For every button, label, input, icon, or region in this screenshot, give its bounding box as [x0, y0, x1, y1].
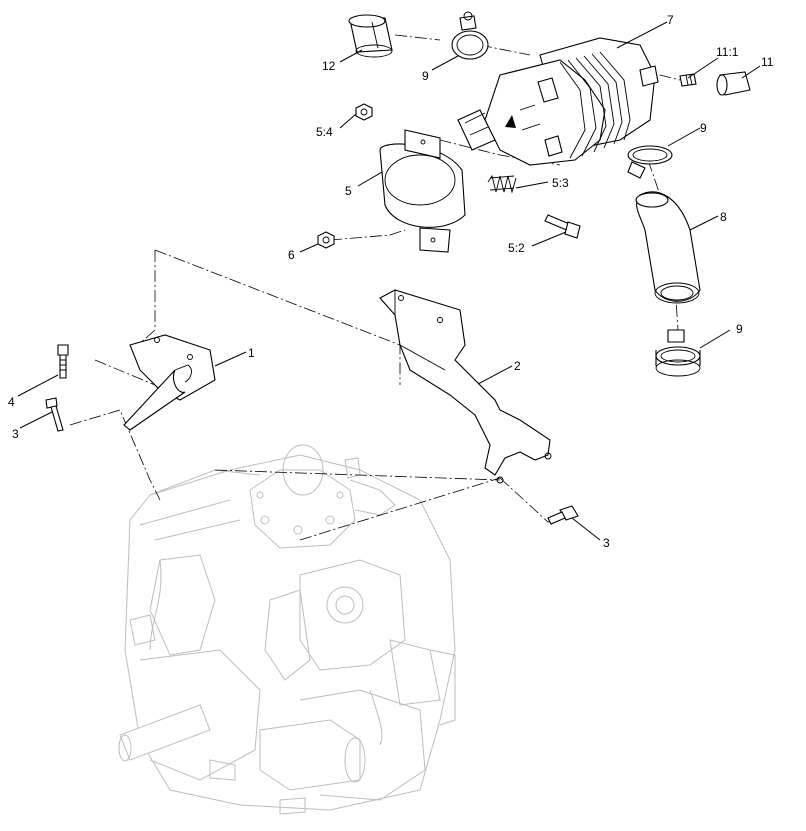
- callout-11-1: 11:1: [716, 45, 739, 59]
- part-6-nut: [317, 231, 335, 249]
- callout-9-bottom: 9: [736, 322, 743, 336]
- callout-5-2: 5:2: [508, 241, 525, 255]
- part-4-screw: [57, 344, 69, 379]
- part-5-2-bolt: [544, 214, 581, 239]
- callout-2: 2: [514, 359, 521, 373]
- part-12-sleeve: [348, 14, 393, 58]
- engine-block: [118, 444, 456, 815]
- part-7-air-cleaner: [457, 37, 659, 166]
- callout-7: 7: [667, 13, 674, 27]
- callout-labels: 7 11:1 11 12 9 9 9 5:4 5 5:3 8 6 5:2 1 2…: [8, 13, 774, 550]
- part-3-screw-right: [547, 505, 579, 525]
- part-9-clamp-bottom: [655, 329, 701, 377]
- part-8-hose: [635, 191, 701, 304]
- callout-3-right: 3: [603, 536, 610, 550]
- part-1-bracket: [123, 334, 216, 431]
- callout-12: 12: [322, 59, 336, 73]
- callout-5-4: 5:4: [316, 125, 333, 139]
- part-5-mounting-band: [379, 129, 466, 253]
- callout-9-top: 9: [422, 69, 429, 83]
- callout-6: 6: [288, 248, 295, 262]
- part-5-4-nut: [355, 103, 373, 121]
- callout-4: 4: [8, 395, 15, 409]
- part-2-bracket: [379, 289, 552, 484]
- callout-11: 11: [761, 55, 774, 69]
- callout-5-3: 5:3: [552, 176, 569, 190]
- callout-1: 1: [248, 346, 255, 360]
- part-9-clamp-top: [451, 11, 489, 60]
- part-5-3-spring: [487, 174, 517, 194]
- part-9-clamp-mid: [627, 145, 673, 179]
- callout-5: 5: [345, 184, 352, 198]
- part-11-1-fitting: [679, 73, 697, 87]
- part-3-screw-left: [45, 397, 64, 432]
- leader-lines: [17, 21, 761, 541]
- callout-8: 8: [720, 210, 727, 224]
- callout-9-mid: 9: [700, 121, 707, 135]
- callout-3-left: 3: [12, 427, 19, 441]
